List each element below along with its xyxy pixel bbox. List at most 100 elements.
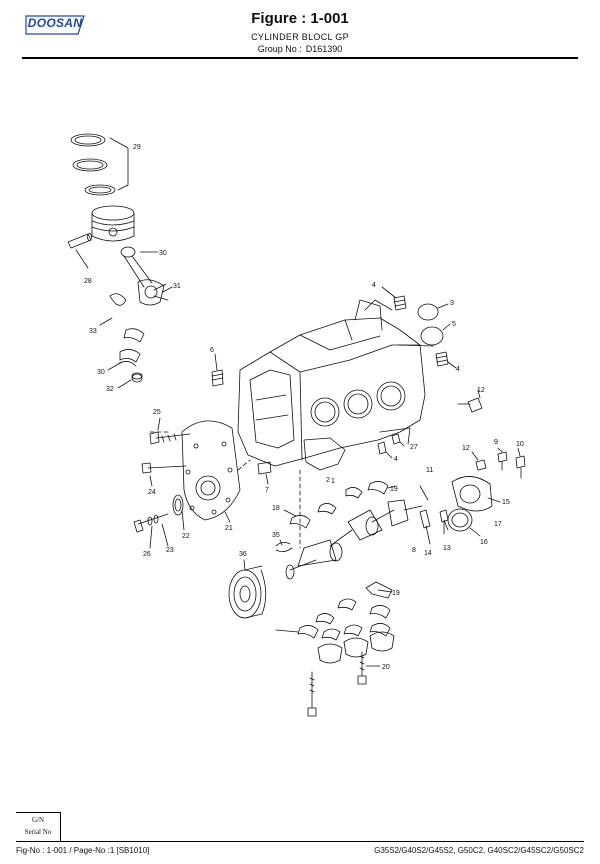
part-label-12: 12 (477, 387, 485, 394)
part-label-21: 21 (225, 525, 233, 532)
group-no-value: D161390 (305, 44, 343, 54)
leader-line (437, 303, 449, 309)
serial-label: Serial No (24, 828, 52, 836)
center-line (149, 431, 301, 549)
part-label-19: 19 (390, 486, 398, 493)
page-reference: Fig-No : 1-001 / Page-No :1 [SB1010] (16, 846, 150, 855)
bolt (377, 441, 387, 455)
leader-line (117, 379, 132, 389)
leader-line (397, 344, 435, 347)
gasket (420, 326, 444, 346)
part-label-9: 9 (494, 439, 498, 446)
leader-line (99, 317, 113, 326)
leader-line (224, 511, 231, 523)
piston-ring (70, 133, 106, 147)
bolt (439, 509, 449, 535)
part-label-22: 22 (182, 533, 190, 540)
doosan-logo: DOOSAN (24, 14, 86, 36)
leader-line (75, 249, 89, 269)
oil-seal (172, 494, 184, 516)
rear-oil-seal (447, 508, 473, 532)
part-label-15: 15 (502, 499, 510, 506)
leader-line (419, 485, 429, 501)
main-bearing-caps (317, 631, 395, 664)
leader-line (425, 525, 431, 545)
bolt (515, 455, 526, 479)
plug (211, 369, 224, 387)
bolt (141, 462, 187, 474)
exploded-view-svg: 1 2 3 4 4 4 5 6 7 8 9 10 11 12 12 13 14 … (67, 133, 526, 717)
piston-ring (84, 184, 116, 196)
part-label-4b: 4 (456, 366, 460, 373)
part-label-30b: 30 (97, 369, 105, 376)
part-label-31: 31 (173, 283, 181, 290)
gn-serial-box: G/N Serial No (16, 812, 61, 842)
piston-ring (76, 160, 104, 170)
leader-line (442, 323, 451, 331)
crankshaft (285, 499, 423, 580)
cylinder-block (237, 299, 426, 471)
part-label-25: 25 (153, 409, 161, 416)
bolt (391, 433, 401, 445)
logo-text: DOOSAN (27, 16, 83, 30)
bolt (149, 431, 191, 445)
piston (91, 205, 135, 242)
leader-line (109, 137, 129, 191)
leader-line (157, 417, 161, 431)
part-label-3: 3 (450, 300, 454, 307)
footer-rule (16, 841, 584, 842)
cap-bolt (357, 651, 367, 685)
gn-label: G/N (31, 816, 45, 824)
leader-line (471, 451, 479, 461)
logo-mark-icon (25, 15, 85, 35)
part-label-8: 8 (412, 547, 416, 554)
leader-line (487, 497, 501, 503)
leader-line (385, 451, 393, 459)
part-label-4: 4 (372, 282, 376, 289)
figure-title: Figure : 1-001 (251, 10, 349, 27)
group-no-label: Group No : (257, 44, 302, 54)
cap-bolt (307, 671, 317, 717)
exploded-diagram: 1 2 3 4 4 4 5 6 7 8 9 10 11 12 12 13 14 … (0, 60, 600, 800)
leader-line (477, 389, 481, 399)
part-label-7: 7 (265, 487, 269, 494)
part-label-35: 35 (272, 532, 280, 539)
leader-line (517, 447, 521, 457)
leader-line (447, 361, 457, 369)
rod-nut (131, 372, 143, 383)
rod-bearing-shells (109, 293, 145, 367)
piston-pin (67, 233, 92, 249)
leader-line (162, 286, 173, 293)
part-label-24: 24 (148, 489, 156, 496)
leader-line (443, 519, 449, 531)
part-label-29: 29 (133, 144, 141, 151)
leader-line (214, 353, 218, 371)
main-bearing-upper (289, 481, 389, 529)
part-label-14: 14 (424, 550, 432, 557)
leader-line (243, 559, 246, 571)
gasket (417, 303, 439, 321)
bolt (133, 513, 169, 533)
bolt (497, 451, 508, 471)
leader-line (283, 509, 297, 517)
part-label-30: 30 (159, 250, 167, 257)
part-label-20: 20 (382, 664, 390, 671)
part-label-6: 6 (210, 347, 214, 354)
bolt (475, 459, 487, 471)
leader-line (149, 525, 153, 549)
leader-line (381, 286, 397, 299)
crank-pulley (228, 565, 267, 619)
leader-line (161, 523, 169, 547)
model-list: G35S2/G40S2/G45S2, G50C2, G40SC2/G45SC2/… (374, 846, 584, 855)
group-number: Group No :D161390 (0, 44, 600, 54)
header-rule (22, 57, 578, 59)
rear-seal-retainer (451, 476, 493, 512)
leader-line (497, 447, 503, 453)
part-label-17: 17 (494, 521, 502, 528)
part-label-28: 28 (84, 278, 92, 285)
leader-line (399, 441, 405, 447)
part-label-27: 27 (410, 444, 418, 451)
part-label-16: 16 (480, 539, 488, 546)
part-label-4c: 4 (394, 456, 398, 463)
bolt (457, 397, 483, 413)
